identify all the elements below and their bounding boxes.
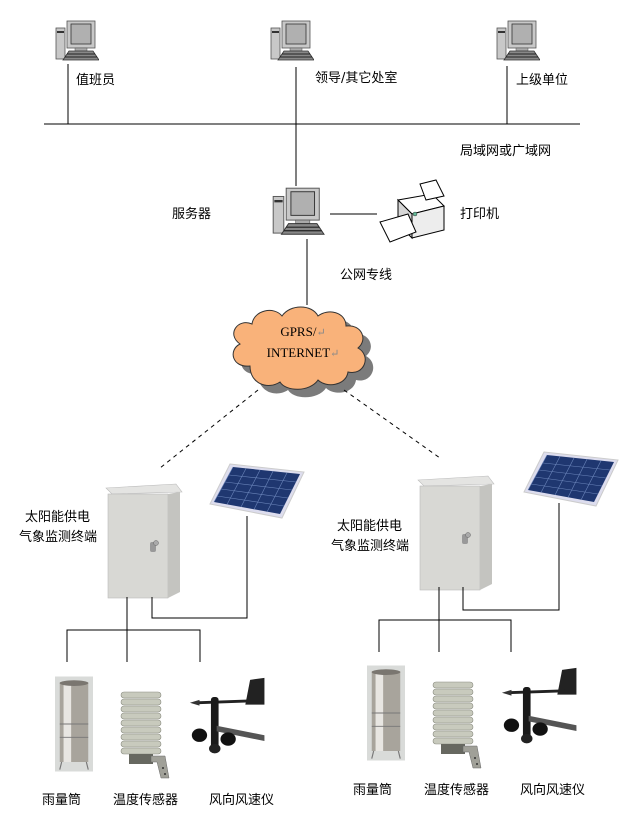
sensor-label-temp-2: 温度传感器: [424, 783, 490, 798]
terminal-label-1-line2: 气象监测终端: [19, 530, 98, 545]
internet-cloud-icon: [232, 306, 374, 398]
lan-label: 局域网或广域网: [460, 144, 552, 159]
solar-panel-1: [209, 463, 305, 519]
printer-icon: [379, 179, 445, 243]
server-label: 服务器: [172, 207, 212, 222]
cloud-label: GPRS/↵ INTERNET↵: [266, 324, 340, 360]
temperature-sensor-2: [432, 681, 482, 769]
terminal-label-2-line2: 气象监测终端: [331, 539, 410, 554]
workstation-label-duty: 值班员: [76, 73, 116, 88]
printer-label: 打印机: [460, 207, 500, 222]
sensor-label-rain-1: 雨量筒: [42, 793, 82, 808]
sensor-label-wind-1: 风向风速仪: [209, 793, 275, 808]
terminal-cabinet-1: [105, 483, 183, 599]
rain-gauge-1: [55, 675, 93, 773]
sensor-label-rain-2: 雨量筒: [353, 783, 393, 798]
terminal-cabinet-2: [417, 475, 495, 591]
workstation-icon-duty: [55, 20, 99, 61]
workstation-icon-leader: [270, 20, 314, 61]
workstation-icon-superior: [496, 20, 540, 61]
rain-gauge-2: [367, 664, 405, 762]
terminal-label-2-line1: 太阳能供电: [337, 519, 403, 534]
workstation-label-leader: 领导/其它处室: [315, 71, 398, 86]
temperature-sensor-1: [120, 691, 170, 779]
workstation-label-superior: 上级单位: [516, 73, 569, 88]
wind-sensor-1: [188, 676, 266, 755]
sensor-label-wind-2: 风向风速仪: [520, 783, 586, 798]
wind-sensor-2: [500, 666, 578, 745]
solar-panel-2: [523, 451, 619, 507]
terminal-label-1-line1: 太阳能供电: [25, 510, 91, 525]
public-line-label: 公网专线: [340, 268, 393, 283]
sensor-label-temp-1: 温度传感器: [113, 793, 179, 808]
server-icon: [272, 187, 325, 235]
